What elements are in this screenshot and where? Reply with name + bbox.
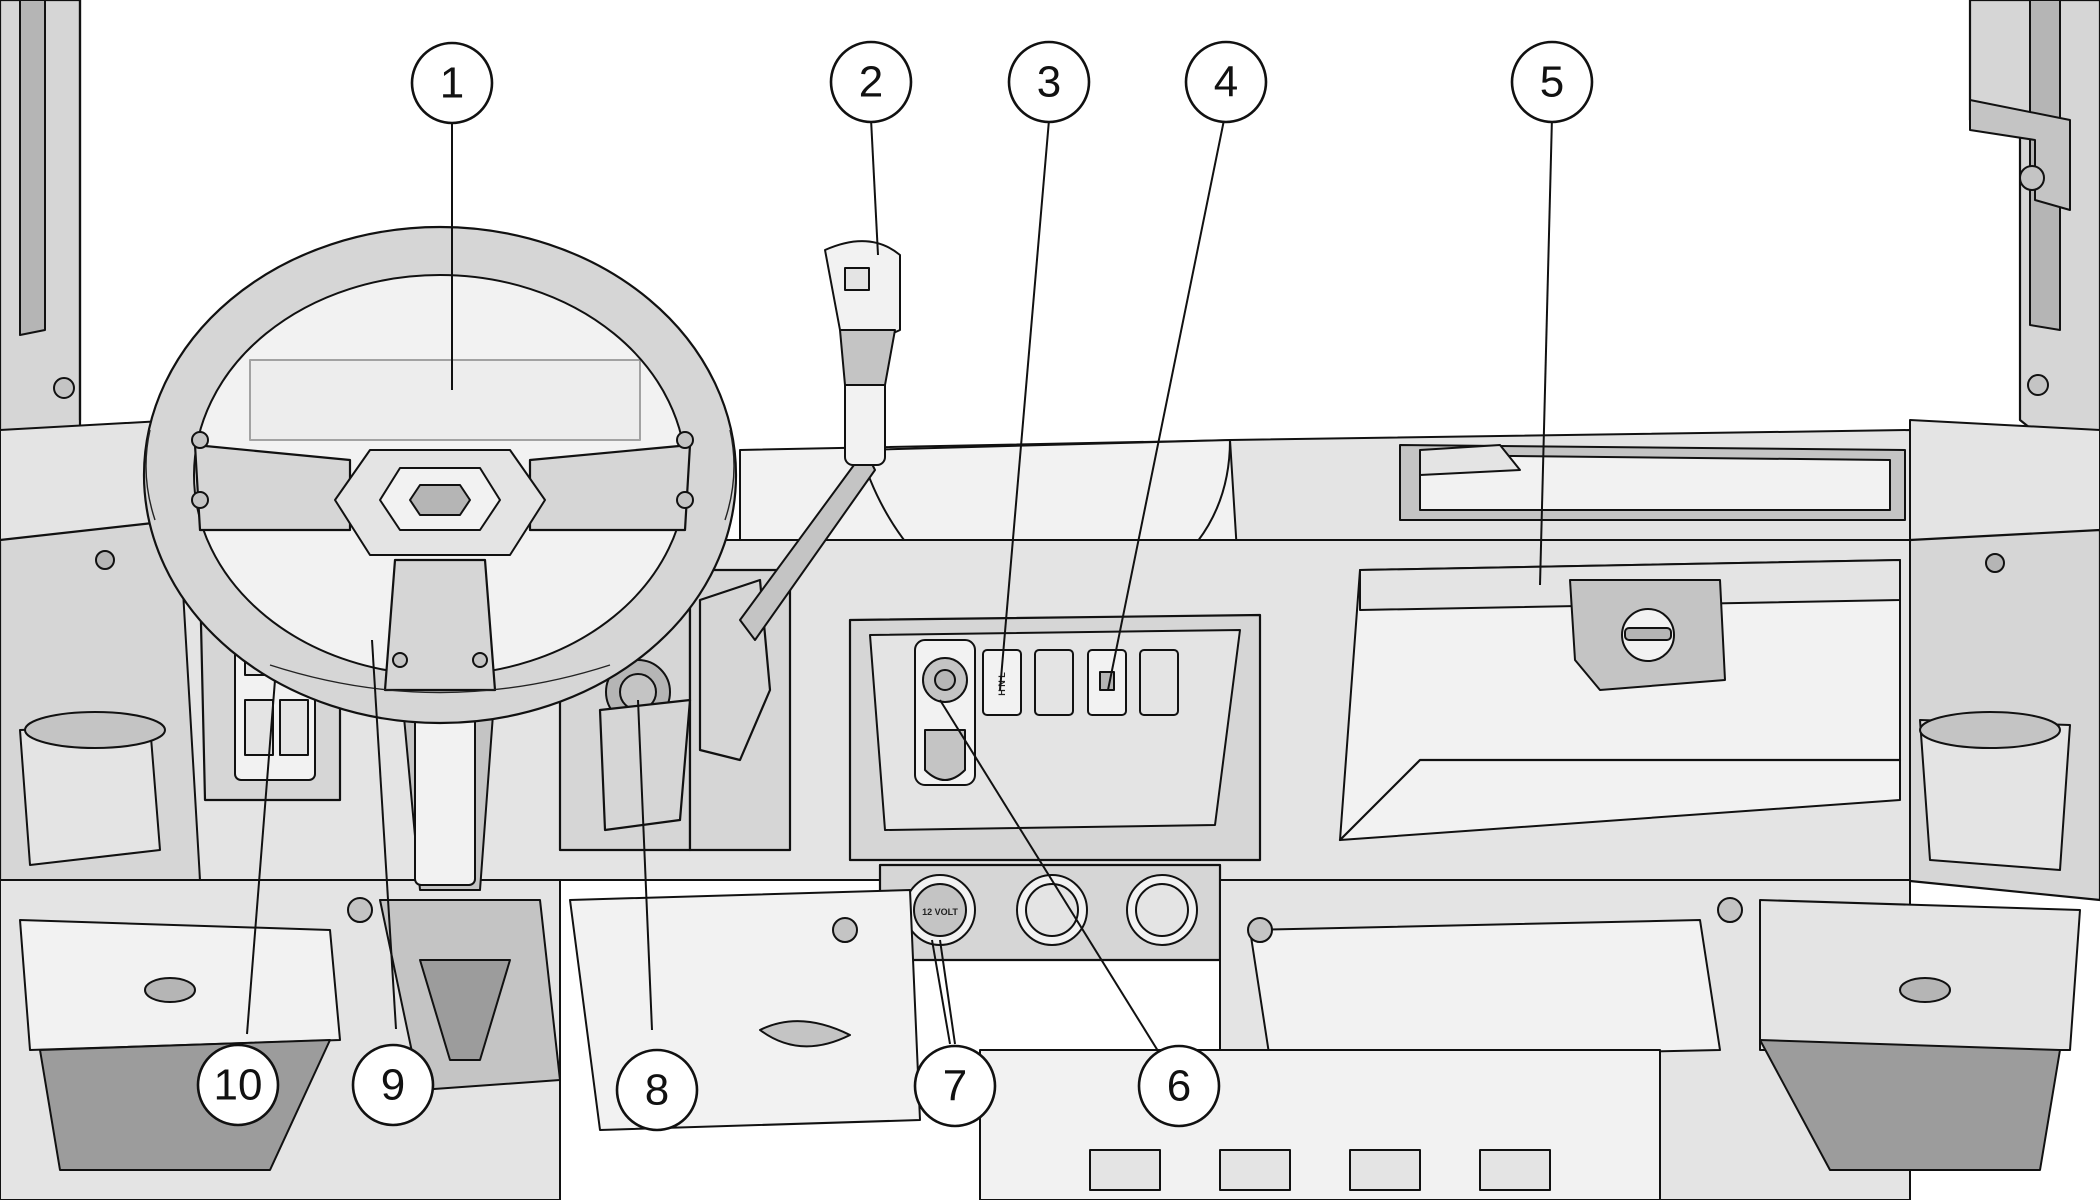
callout-7: 7 bbox=[913, 1044, 997, 1128]
svg-text:10: 10 bbox=[214, 1061, 263, 1110]
svg-text:3: 3 bbox=[1037, 58, 1061, 107]
center-console: H N L 12 VOLT bbox=[848, 613, 1262, 962]
svg-text:5: 5 bbox=[1540, 58, 1564, 107]
outlet-label: 12 VOLT bbox=[922, 907, 958, 917]
callout-10: 10 bbox=[196, 1043, 280, 1127]
svg-text:9: 9 bbox=[381, 1061, 405, 1110]
svg-text:H N L: H N L bbox=[997, 672, 1007, 696]
left-dash-pod bbox=[0, 518, 202, 902]
right-dash-pod bbox=[1898, 528, 2100, 902]
svg-text:1: 1 bbox=[440, 59, 464, 108]
callout-1: 1 bbox=[410, 41, 494, 125]
callout-3: 3 bbox=[1007, 40, 1091, 124]
callout-2: 2 bbox=[829, 40, 913, 124]
left-a-pillar bbox=[0, 0, 82, 452]
lower-dash bbox=[0, 879, 2081, 1200]
svg-text:7: 7 bbox=[943, 1062, 967, 1111]
callout-4: 4 bbox=[1184, 40, 1268, 124]
steering-wheel bbox=[142, 225, 738, 725]
callout-8: 8 bbox=[615, 1048, 699, 1132]
svg-text:4: 4 bbox=[1214, 58, 1238, 107]
callout-9: 9 bbox=[351, 1043, 435, 1127]
svg-text:2: 2 bbox=[859, 58, 883, 107]
shift-lever bbox=[698, 240, 901, 762]
glove-box bbox=[1338, 559, 1902, 842]
callout-6: 6 bbox=[1137, 1044, 1221, 1128]
svg-text:8: 8 bbox=[645, 1066, 669, 1115]
svg-text:6: 6 bbox=[1167, 1062, 1191, 1111]
callout-5: 5 bbox=[1510, 40, 1594, 124]
leader-lines bbox=[246, 113, 1553, 1060]
right-a-pillar bbox=[53, 0, 2100, 452]
